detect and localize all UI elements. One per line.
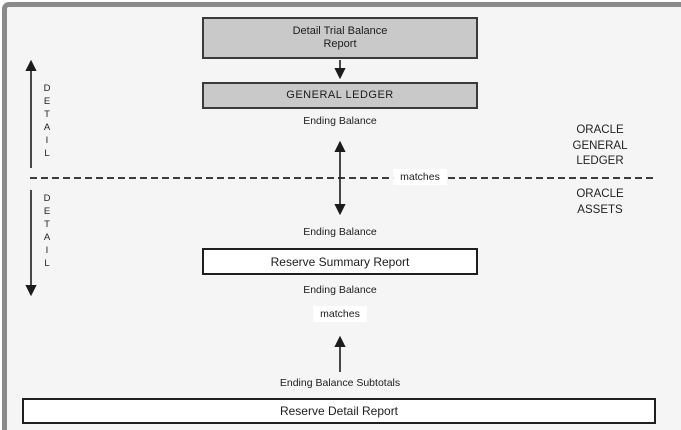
detail-vertical-label-upper: D E T A I L — [43, 83, 51, 159]
matches-label-divider: matches — [393, 169, 447, 185]
reserve-summary-report-box: Reserve Summary Report — [202, 248, 478, 275]
ending-balance-subtotals-label: Ending Balance Subtotals — [279, 377, 401, 389]
detail-trial-balance-report-box: Detail Trial Balance Report — [202, 17, 478, 59]
ending-balance-label-above-summary: Ending Balance — [303, 226, 377, 238]
oracle-assets-label: ORACLE ASSETS — [576, 188, 624, 216]
ending-balance-label-below-summary: Ending Balance — [303, 284, 377, 296]
oracle-general-ledger-label: ORACLE GENERAL LEDGER — [572, 124, 628, 167]
matches-label-lower: matches — [313, 306, 367, 322]
detail-vertical-label-lower: D E T A I L — [43, 193, 51, 269]
reserve-detail-report-box: Reserve Detail Report — [22, 398, 656, 424]
general-ledger-box: GENERAL LEDGER — [202, 82, 478, 109]
ending-balance-label-gl: Ending Balance — [303, 115, 377, 127]
